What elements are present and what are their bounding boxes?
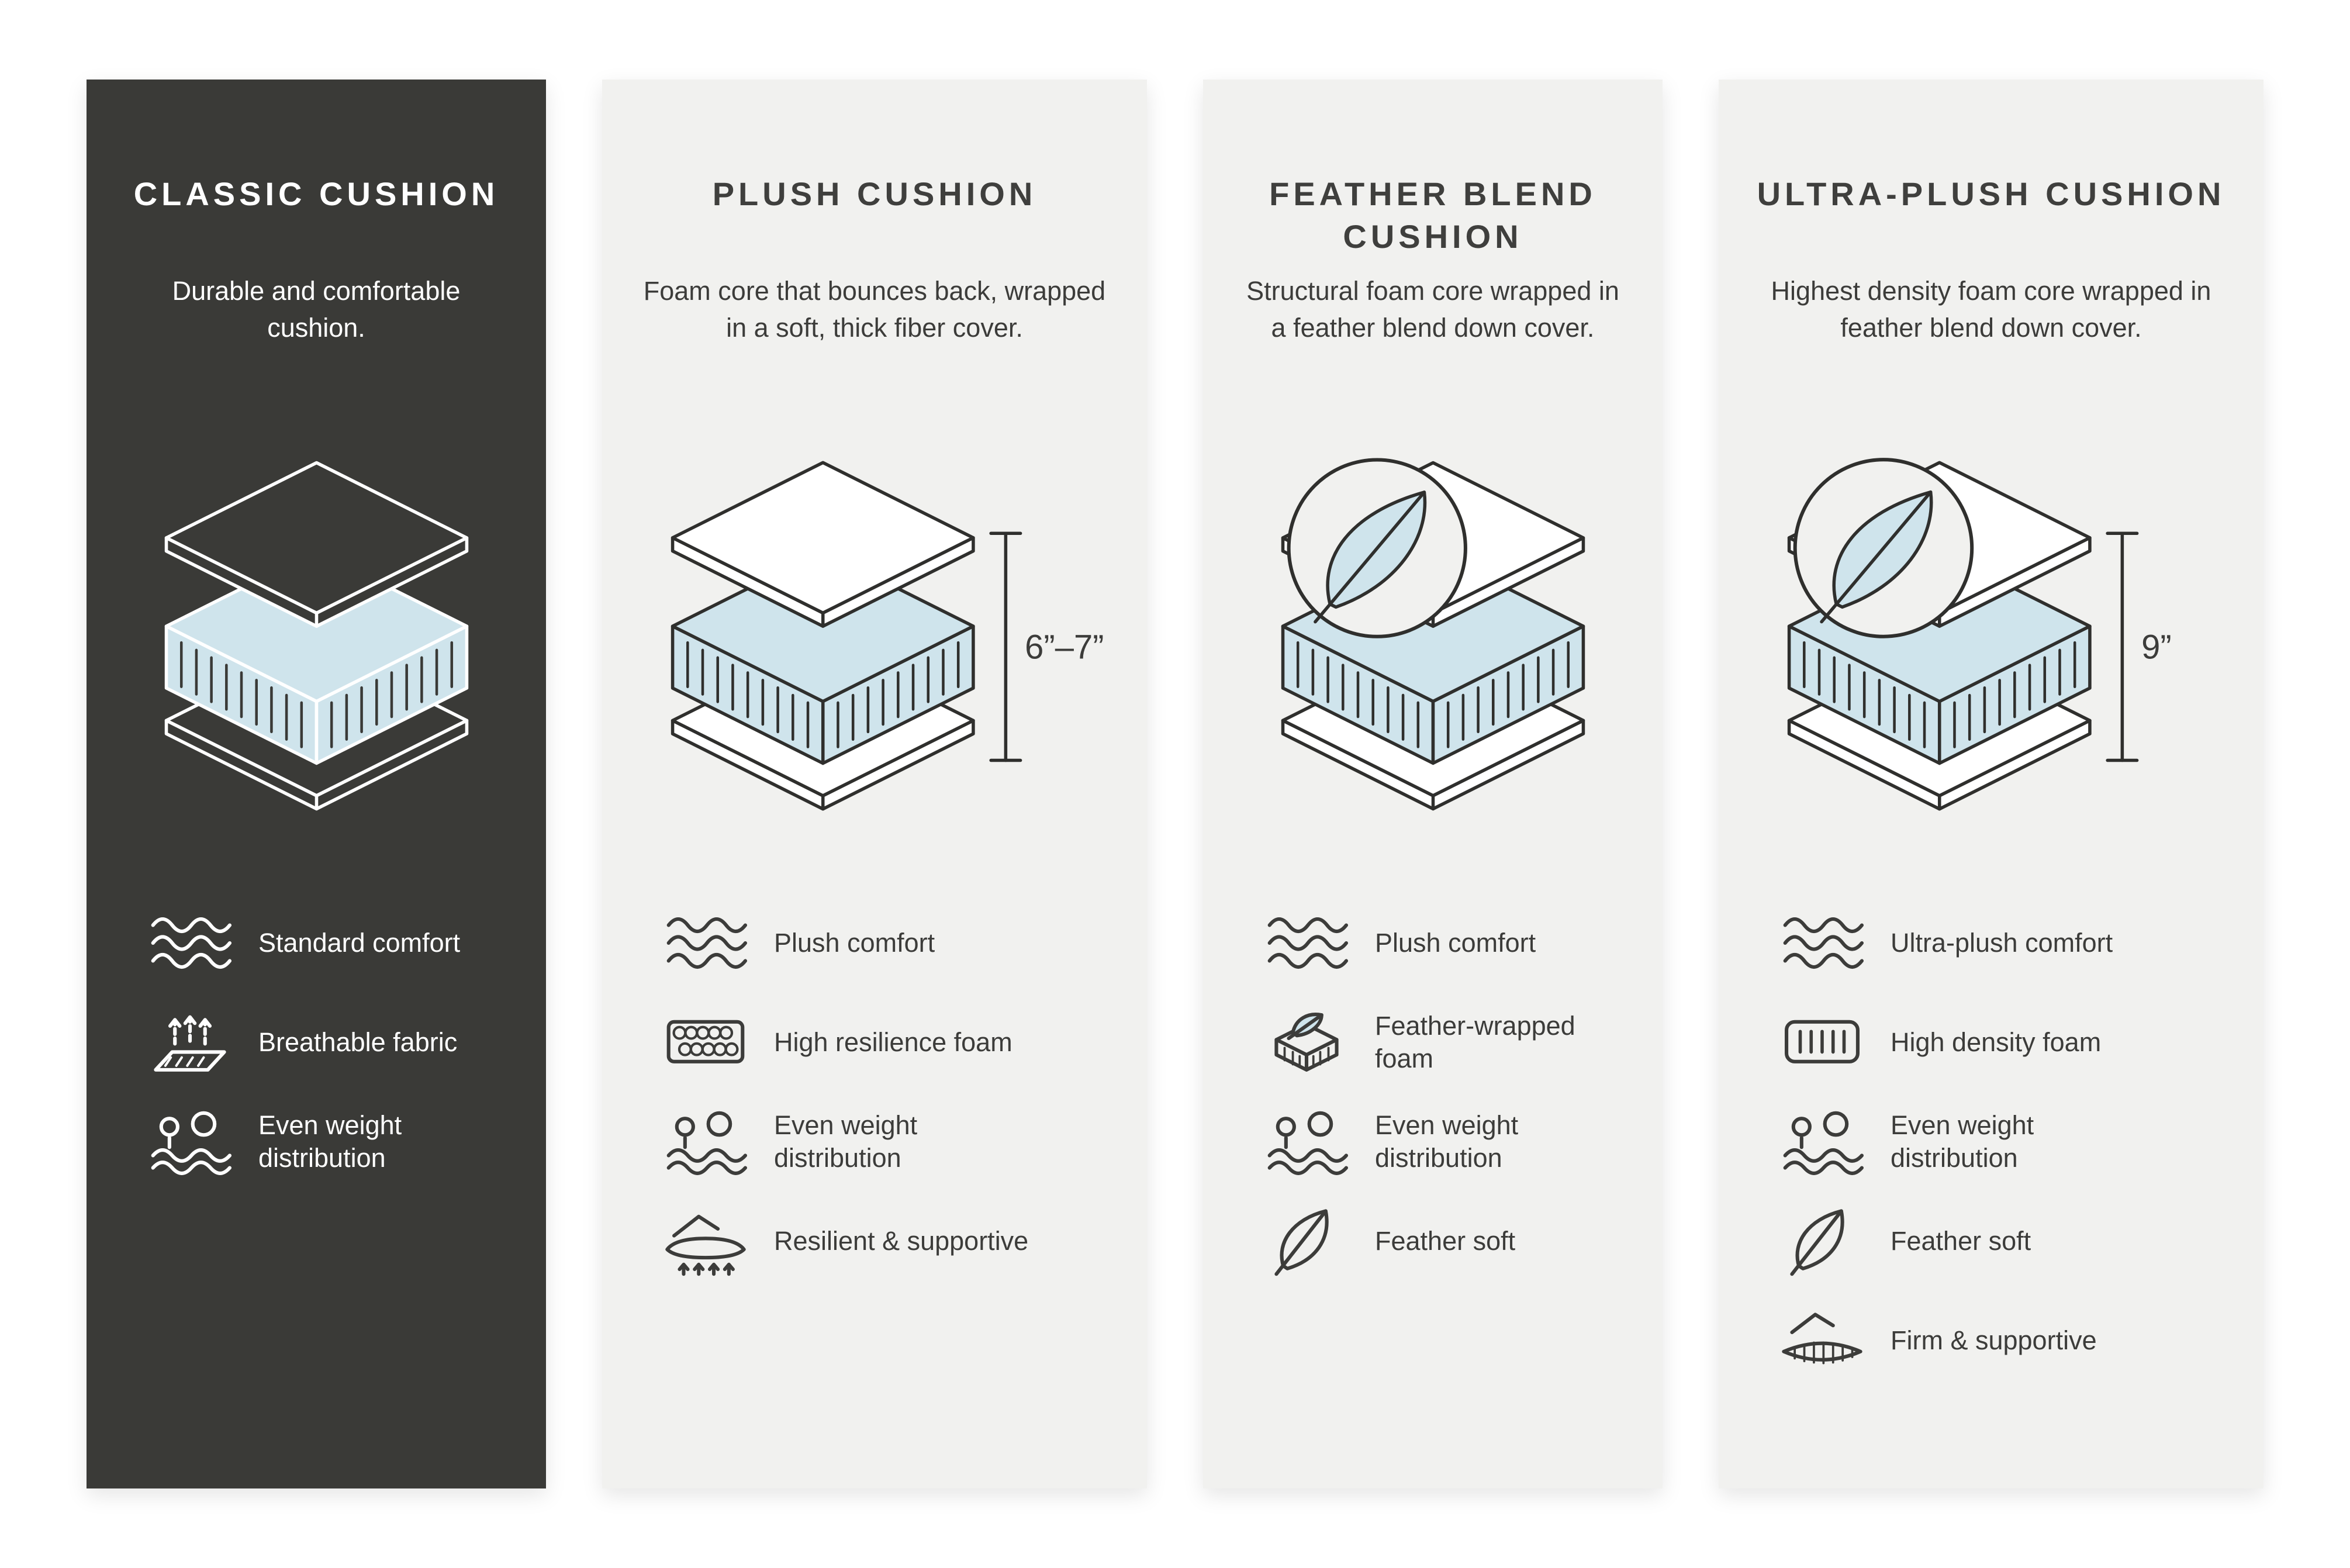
height-dimension-label: 9” [2141,628,2172,666]
weight-distribution-icon [662,1106,749,1177]
card-plush: PLUSH CUSHION Foam core that bounces bac… [602,80,1147,1488]
feather-icon [1778,1206,1866,1277]
feature-label: Feather-wrapped foam [1375,1010,1575,1073]
firm-supportive-icon [1778,1305,1866,1376]
card-description: Highest density foam core wrapped in fea… [1771,276,2211,343]
feather-icon [1263,1206,1350,1277]
feather-wrapped-foam-icon [1263,1007,1350,1078]
feature-row: Firm & supportive [1778,1305,2234,1376]
foam-hatch-lines [179,641,453,748]
feature-row: High resilience foam [662,1007,1118,1078]
feature-row: Even weight distribution [1778,1106,2234,1177]
feather-badge [1287,457,1467,638]
card-row: CLASSIC CUSHION Durable and comfortable … [87,80,2263,1488]
height-dimension-marker [2106,531,2139,762]
card-description: Durable and comfortable cushion. [172,276,461,343]
cushion-layers-diagram: 9” [1748,439,2234,869]
waves-icon [662,907,749,979]
feature-row: Even weight distribution [146,1106,517,1177]
feature-row: Even weight distribution [1263,1106,1633,1177]
foam-hatch-lines [686,641,960,748]
feature-row: Feather soft [1263,1206,1633,1277]
weight-distribution-icon [146,1106,234,1177]
waves-icon [1778,907,1866,979]
card-title: ULTRA-PLUSH CUSHION [1757,175,2225,212]
feature-row: Plush comfort [662,907,1118,979]
card-description: Foam core that bounces back, wrapped in … [643,276,1106,343]
resilience-foam-icon [662,1007,749,1078]
feature-row: Plush comfort [1263,907,1633,979]
cushion-stack-diagram [1281,457,1585,810]
card-title: FEATHER BLEND CUSHION [1269,175,1596,255]
cushion-layers-diagram [1232,439,1633,869]
feature-label: Feather soft [1891,1225,2031,1256]
feature-label: Even weight distribution [1891,1110,2034,1173]
feature-label: High density foam [1891,1027,2102,1057]
feature-row: Resilient & supportive [662,1206,1118,1277]
card-ultra-plush: ULTRA-PLUSH CUSHION Highest density foam… [1719,80,2263,1488]
cushion-stack-diagram [164,461,468,810]
card-title: PLUSH CUSHION [712,175,1037,212]
feature-label: Even weight distribution [258,1110,402,1173]
feature-label: Plush comfort [1375,927,1536,958]
feature-label: Feather soft [1375,1225,1516,1256]
feature-row: Feather soft [1778,1206,2234,1277]
card-feather-blend: FEATHER BLEND CUSHION Structural foam co… [1203,80,1663,1488]
breathable-fabric-icon [146,1007,234,1078]
height-dimension-marker [989,531,1022,762]
feature-label: Standard comfort [258,927,461,958]
card-description: Structural foam core wrapped in a feathe… [1246,276,1619,343]
feature-label: High resilience foam [774,1027,1012,1057]
feature-row: Even weight distribution [662,1106,1118,1177]
feature-row: High density foam [1778,1007,2234,1078]
feature-row: Standard comfort [146,907,517,979]
cushion-layers-diagram [116,439,517,869]
feature-label: Plush comfort [774,927,935,958]
feature-label: Firm & supportive [1891,1325,2097,1355]
feature-row: Feather-wrapped foam [1263,1007,1633,1078]
foam-hatch-lines [1803,641,2076,748]
waves-icon [1263,907,1350,979]
cushion-layers-diagram: 6”–7” [631,439,1118,869]
height-dimension-label: 6”–7” [1025,628,1104,666]
feature-label: Resilient & supportive [774,1225,1029,1256]
foam-hatch-lines [1296,641,1570,748]
cushion-stack-diagram: 9” [1787,457,2172,811]
feature-label: Ultra-plush comfort [1891,927,2113,958]
weight-distribution-icon [1263,1106,1350,1177]
card-classic: CLASSIC CUSHION Durable and comfortable … [87,80,546,1488]
feature-label: Even weight distribution [1375,1110,1519,1173]
feather-badge [1793,457,1974,638]
density-foam-icon [1778,1007,1866,1078]
resilient-supportive-icon [662,1206,749,1277]
feature-row: Breathable fabric [146,1007,517,1078]
feature-label: Breathable fabric [258,1027,458,1057]
feature-row: Ultra-plush comfort [1778,907,2234,979]
waves-icon [146,907,234,979]
card-title: CLASSIC CUSHION [133,175,499,212]
cushion-stack-diagram: 6”–7” [671,460,1104,811]
weight-distribution-icon [1778,1106,1866,1177]
feature-label: Even weight distribution [774,1110,918,1173]
